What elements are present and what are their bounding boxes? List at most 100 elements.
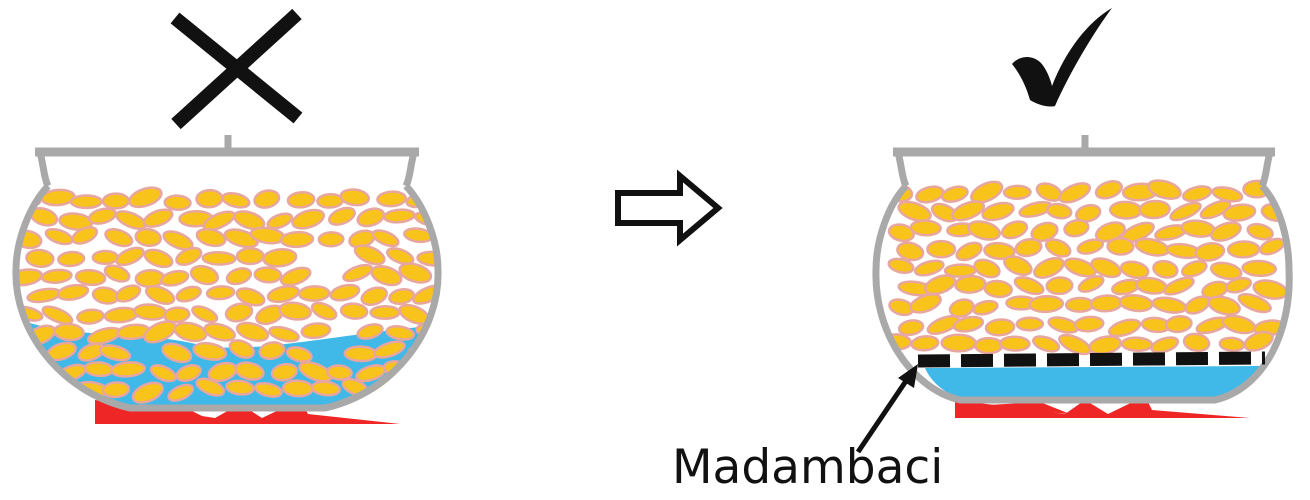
rice-grains-left	[15, 186, 439, 404]
rice-grain	[266, 285, 301, 304]
rice-grain	[101, 192, 130, 210]
rice-grain	[940, 185, 969, 203]
rice-grain	[913, 259, 945, 277]
pot-left	[12, 135, 442, 412]
rice-grain	[1063, 257, 1097, 278]
water-right	[925, 366, 1262, 398]
rice-grain	[1237, 292, 1272, 314]
rice-grain	[369, 305, 401, 320]
rice-grain	[221, 192, 251, 209]
madambaci-label: Madambaci	[672, 440, 944, 495]
rice-grain	[101, 381, 131, 399]
rice-grain	[175, 246, 203, 266]
rice-grain	[983, 241, 1016, 261]
rice-grain	[291, 208, 326, 230]
rice-grain	[373, 340, 406, 359]
rice-grain	[984, 318, 1016, 337]
rice-grain	[887, 257, 915, 275]
rice-grain	[189, 264, 220, 286]
rice-grain	[1194, 242, 1226, 262]
rice-grain	[897, 319, 925, 337]
rice-grain	[356, 207, 386, 228]
rice-grain	[1222, 203, 1257, 222]
rice-grain	[1152, 259, 1179, 279]
rice-grains-right	[882, 179, 1290, 356]
rice-grain	[353, 244, 386, 266]
rice-grain	[1089, 294, 1123, 313]
rice-grain	[897, 200, 932, 223]
rice-grain	[371, 229, 400, 248]
rice-grain	[162, 230, 194, 251]
rice-grain	[234, 361, 265, 381]
rice-grain	[40, 268, 73, 284]
rice-grain	[175, 363, 202, 383]
rice-grain	[1073, 315, 1105, 333]
rice-grain	[310, 301, 338, 321]
rice-grain	[356, 323, 384, 340]
rice-grain	[896, 241, 925, 262]
rice-grain	[419, 362, 439, 382]
rice-grain	[1076, 238, 1104, 255]
rice-grain	[967, 220, 1002, 241]
rice-grain	[909, 219, 942, 237]
rice-grain	[1218, 336, 1246, 353]
rice-grain	[262, 248, 298, 268]
rice-grain	[235, 321, 270, 342]
madambaci-separator	[917, 351, 1266, 368]
rice-grain	[225, 379, 255, 396]
rice-grain	[143, 320, 177, 344]
rice-grain	[385, 325, 416, 341]
rice-grain	[1207, 295, 1241, 316]
rice-grain	[926, 314, 960, 336]
rice-grain	[1045, 202, 1073, 220]
rice-grain	[973, 336, 1004, 355]
rice-grain	[376, 190, 408, 208]
rice-grain	[1246, 222, 1274, 241]
rice-grain	[1119, 260, 1150, 280]
rice-grain	[1074, 203, 1102, 223]
pot-left-contents	[15, 162, 439, 405]
rice-grain	[266, 212, 294, 230]
rice-grain	[1044, 238, 1072, 258]
rice-grain	[15, 380, 46, 399]
rice-grain	[1199, 199, 1232, 220]
rice-grain	[195, 227, 227, 248]
rice-grain	[167, 383, 194, 402]
rice-grain	[161, 342, 193, 364]
rice-grain	[328, 206, 356, 226]
pot-right	[872, 135, 1293, 404]
rice-grain	[1180, 260, 1208, 278]
rice-grain	[339, 188, 370, 207]
rice-grain	[134, 227, 162, 248]
rice-grain	[342, 263, 374, 283]
rice-grain	[76, 308, 105, 325]
rice-grain	[191, 305, 219, 324]
check-icon	[1012, 8, 1112, 107]
rice-grain	[973, 258, 1001, 279]
rice-grain	[940, 333, 977, 353]
rice-grain	[253, 189, 281, 209]
rice-grain	[951, 200, 986, 222]
rice-grain	[195, 188, 224, 209]
rice-grain	[926, 239, 957, 259]
rice-grain	[69, 194, 103, 210]
rice-grain	[1169, 201, 1202, 222]
rice-grain	[1002, 184, 1032, 200]
rice-grain	[1210, 221, 1242, 242]
rice-grain	[952, 315, 985, 333]
rice-grain	[87, 207, 117, 225]
rice-grain	[270, 362, 299, 382]
rice-grain	[1224, 276, 1253, 294]
rice-grain	[1033, 256, 1065, 279]
rice-grain	[144, 285, 176, 305]
rice-grain	[310, 380, 341, 397]
rice-grain	[224, 302, 254, 323]
rice-grain	[316, 193, 345, 209]
rice-grain	[71, 226, 99, 245]
callout-arrow	[855, 364, 918, 454]
rice-grain	[235, 247, 265, 266]
rice-grain	[281, 379, 314, 398]
rice-grain	[228, 339, 255, 359]
rice-grain	[1090, 257, 1122, 279]
rice-grain	[115, 246, 145, 267]
